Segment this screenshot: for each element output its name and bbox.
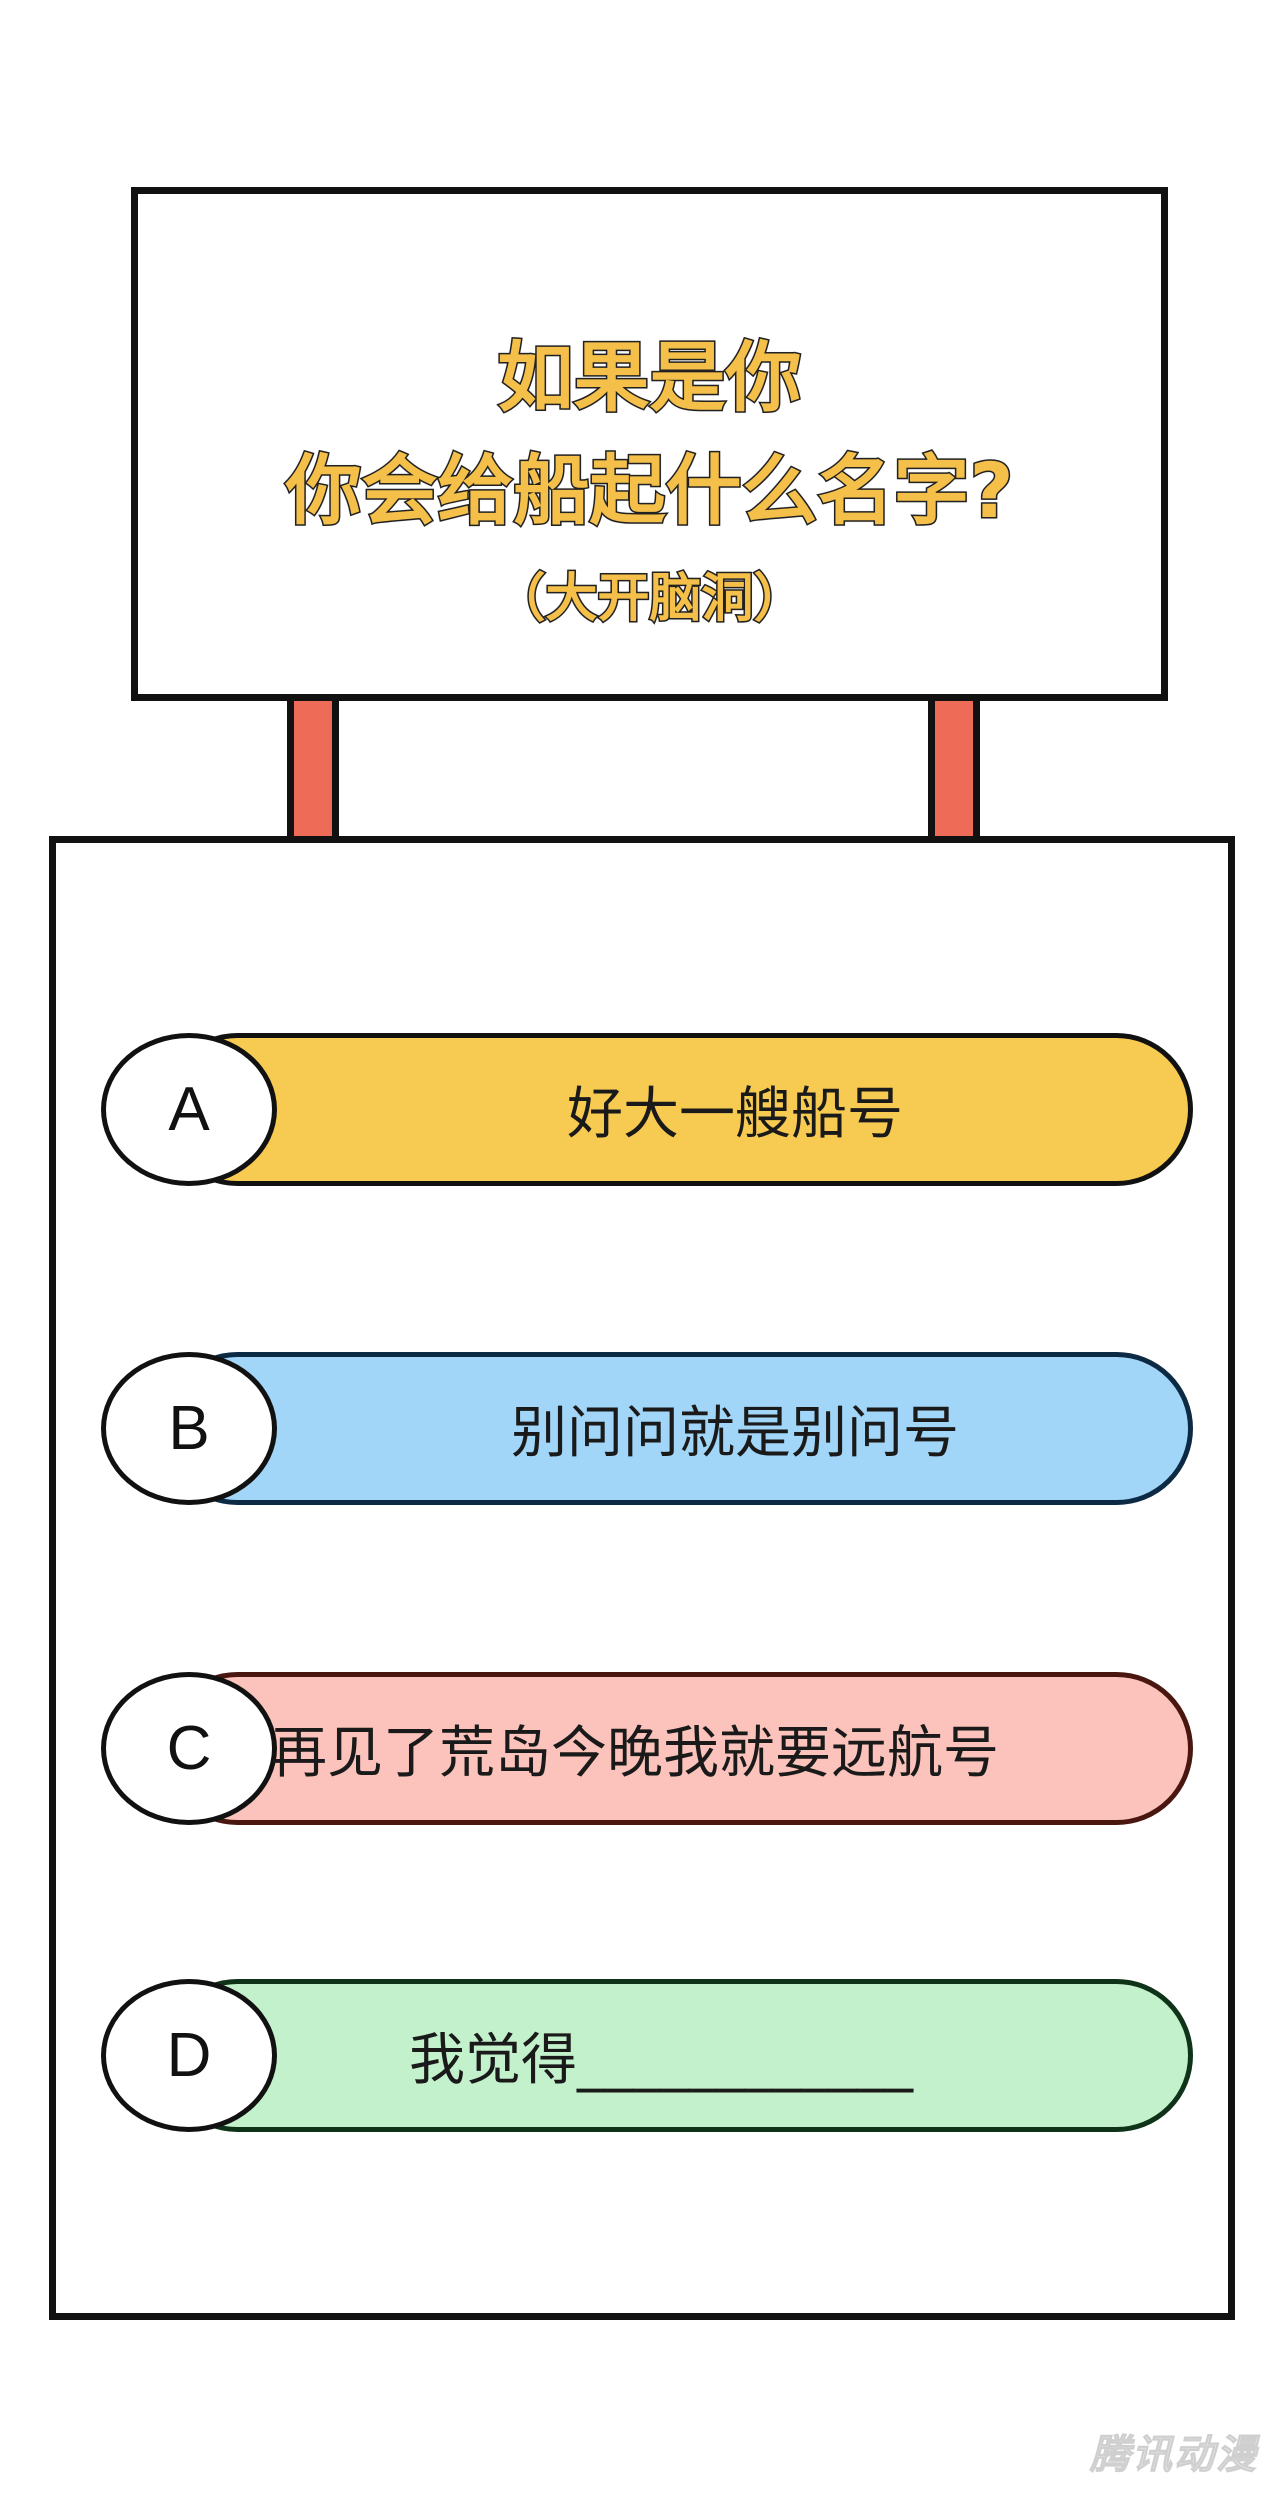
question-sign: 如果是你 你会给船起什么名字? （大开脑洞） — [131, 187, 1168, 701]
option-b-letter: B — [101, 1352, 277, 1505]
watermark-logo: 腾讯动漫 — [1090, 2432, 1258, 2479]
option-a[interactable]: A 好大一艘船号 — [101, 1033, 1193, 1186]
option-b-pill — [161, 1352, 1193, 1505]
option-d-text: 我觉得____________ — [409, 2028, 913, 2093]
option-b[interactable]: B 别问问就是别问号 — [101, 1352, 1193, 1505]
option-a-pill — [161, 1033, 1193, 1186]
sign-post-left — [287, 701, 339, 839]
option-d[interactable]: D 我觉得____________ — [101, 1979, 1193, 2132]
option-c-text: 再见了荒岛今晚我就要远航号 — [271, 1721, 999, 1786]
question-title-line-2: 你会给船起什么名字? — [284, 445, 1015, 537]
option-a-letter: A — [101, 1033, 277, 1186]
sign-post-right — [928, 701, 980, 839]
option-a-text: 好大一艘船号 — [567, 1082, 903, 1147]
option-d-letter: D — [101, 1979, 277, 2132]
question-subtitle: （大开脑洞） — [492, 568, 807, 631]
option-c[interactable]: C 再见了荒岛今晚我就要远航号 — [101, 1672, 1193, 1825]
option-c-pill — [161, 1672, 1193, 1825]
option-c-letter: C — [101, 1672, 277, 1825]
question-title-line-1: 如果是你 — [496, 332, 803, 424]
option-b-text: 别问问就是别问号 — [511, 1401, 959, 1466]
